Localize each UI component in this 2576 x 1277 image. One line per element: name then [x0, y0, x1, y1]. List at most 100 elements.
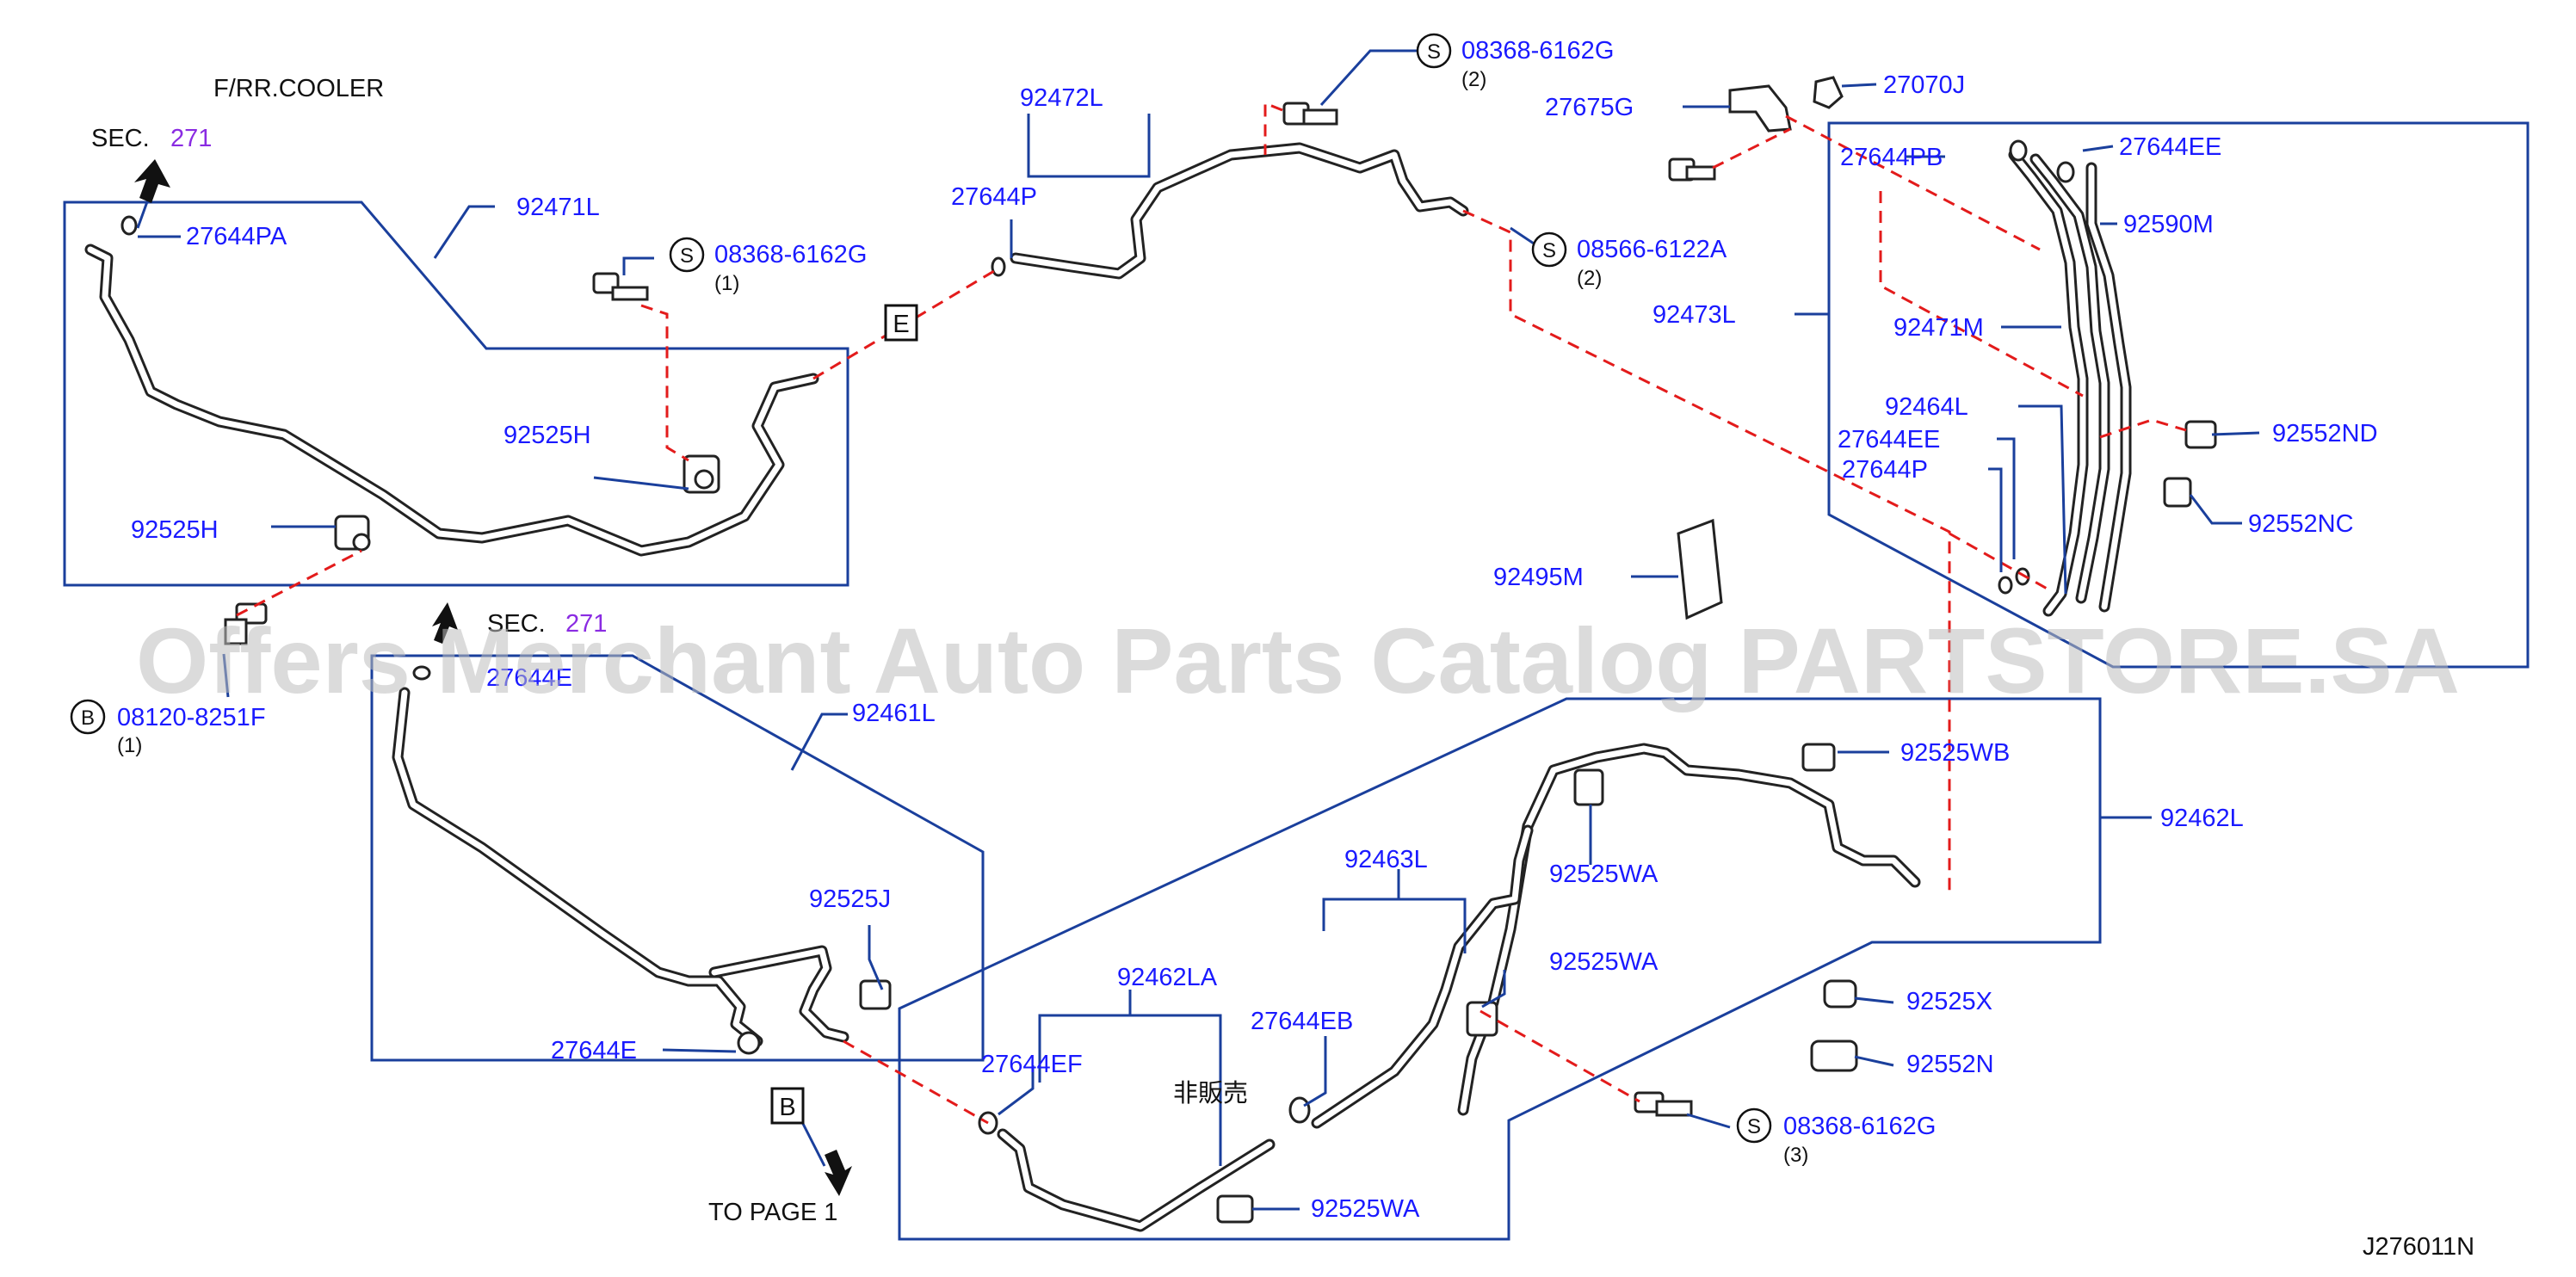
- part-27644eb[interactable]: 27644EB: [1251, 1008, 1353, 1035]
- bolt-icon: [592, 272, 649, 301]
- clip-icon: [1573, 768, 1604, 806]
- clip-icon: [683, 454, 720, 494]
- part-92525wa[interactable]: 92525WA: [1311, 1195, 1420, 1223]
- connector-e: E: [884, 304, 918, 342]
- diagram-code: J276011N: [2363, 1233, 2474, 1261]
- clip-icon: [1801, 743, 1836, 772]
- o-ring-icon: [991, 256, 1006, 277]
- nut-icon: [1813, 76, 1844, 109]
- part-27644p[interactable]: 27644P: [951, 183, 1037, 211]
- part-92464l[interactable]: 92464L: [1885, 393, 1968, 421]
- sec-label: SEC.: [91, 125, 150, 152]
- pipes: [84, 142, 2132, 1232]
- screw-s-marker: S: [1747, 1115, 1761, 1138]
- o-ring-icon: [737, 1031, 761, 1055]
- o-ring-icon: [2009, 139, 2028, 162]
- not-for-sale-label: 非販売: [1173, 1079, 1248, 1107]
- part-92552nd[interactable]: 92552ND: [2272, 420, 2378, 447]
- arrows: [134, 159, 852, 1196]
- screw-markers: S S S S B: [70, 33, 1772, 1144]
- frame-92473l: [1827, 121, 2530, 669]
- frame-92462l: [898, 697, 2102, 1241]
- o-ring-icon: [120, 215, 138, 236]
- part-92462la[interactable]: 92462LA: [1117, 964, 1218, 991]
- clip-icon: [1216, 1194, 1254, 1224]
- arrow-down-icon: [825, 1150, 852, 1196]
- o-ring-icon: [2056, 161, 2075, 183]
- part-27644e-obscured[interactable]: 27644E: [486, 664, 572, 692]
- connector-b-label: B: [779, 1094, 795, 1121]
- part-92462l[interactable]: 92462L: [2160, 805, 2244, 832]
- clip-icon: [334, 515, 371, 552]
- damper-block-icon: [1677, 518, 1723, 620]
- qty-label: (2): [1461, 68, 1486, 91]
- part-92525x[interactable]: 92525X: [1906, 988, 1992, 1015]
- part-92525h[interactable]: 92525H: [131, 516, 219, 544]
- to-page-link[interactable]: TO PAGE 1: [708, 1199, 837, 1226]
- part-92525wa[interactable]: 92525WA: [1549, 861, 1659, 888]
- sec-ref-link[interactable]: 271: [170, 125, 212, 152]
- bolt-icon: [1668, 157, 1716, 182]
- part-08368-6162g[interactable]: 08368-6162G: [1461, 37, 1614, 65]
- clip-icon: [2163, 477, 2192, 508]
- part-27644ee[interactable]: 27644EE: [1838, 426, 1940, 453]
- qty-label: (1): [117, 734, 142, 757]
- qty-label: (3): [1783, 1144, 1808, 1167]
- bolt-icon: [224, 602, 268, 645]
- part-92471l[interactable]: 92471L: [516, 194, 600, 221]
- labels: F/RR.COOLER SEC. 271 SEC. 271 TO PAGE 1 …: [91, 37, 2474, 1261]
- assembly-frames: [63, 121, 2530, 1241]
- qty-label: (2): [1577, 267, 1602, 290]
- cooler-title: F/RR.COOLER: [213, 75, 384, 102]
- clip-icon: [1823, 979, 1857, 1009]
- part-27644pa[interactable]: 27644PA: [186, 223, 287, 250]
- part-27070j[interactable]: 27070J: [1883, 71, 1965, 99]
- connector-b: B: [770, 1087, 805, 1125]
- part-92525wb[interactable]: 92525WB: [1900, 739, 2010, 767]
- screw-s-marker: S: [1427, 40, 1441, 64]
- qty-label: (1): [714, 272, 739, 295]
- o-ring-icon: [1998, 576, 2013, 595]
- part-92463l[interactable]: 92463L: [1344, 846, 1428, 873]
- bolt-icon: [1282, 102, 1338, 126]
- part-27675g[interactable]: 27675G: [1545, 94, 1634, 121]
- part-92525h[interactable]: 92525H: [503, 422, 591, 449]
- part-92473l[interactable]: 92473L: [1652, 301, 1736, 329]
- part-92552n[interactable]: 92552N: [1906, 1051, 1994, 1078]
- part-92525wa[interactable]: 92525WA: [1549, 948, 1659, 976]
- part-08566-6122a[interactable]: 08566-6122A: [1577, 236, 1727, 263]
- sec-label: SEC.: [487, 610, 546, 638]
- clip-icon: [859, 979, 892, 1010]
- o-ring-icon: [1288, 1096, 1311, 1124]
- part-08120-8251f[interactable]: 08120-8251F: [117, 704, 266, 731]
- sec-ref-link[interactable]: 271: [565, 610, 607, 638]
- part-08368-6162g[interactable]: 08368-6162G: [1783, 1113, 1936, 1140]
- part-92525j[interactable]: 92525J: [809, 885, 891, 913]
- part-27644e[interactable]: 27644E: [551, 1037, 637, 1064]
- part-08368-6162g[interactable]: 08368-6162G: [714, 241, 867, 268]
- part-92471m[interactable]: 92471M: [1893, 314, 1984, 342]
- screw-s-marker: S: [680, 244, 694, 268]
- part-27644pb[interactable]: 27644PB: [1840, 144, 1943, 171]
- o-ring-icon: [412, 665, 431, 681]
- arrow-up-icon: [134, 159, 170, 203]
- part-27644ee[interactable]: 27644EE: [2119, 133, 2221, 161]
- leader-lines: [138, 49, 2260, 1211]
- part-92461l[interactable]: 92461L: [852, 700, 936, 727]
- screw-b-marker: B: [81, 706, 95, 730]
- part-92590m[interactable]: 92590M: [2123, 211, 2214, 238]
- clip-icon: [1810, 1039, 1858, 1072]
- screw-s-marker: S: [1542, 239, 1556, 262]
- part-92472l[interactable]: 92472L: [1020, 84, 1103, 112]
- connector-e-label: E: [893, 311, 909, 338]
- part-92552nc[interactable]: 92552NC: [2248, 510, 2354, 538]
- clip-icon: [1466, 1001, 1498, 1037]
- part-27644p[interactable]: 27644P: [1842, 456, 1928, 484]
- clip-icon: [2184, 420, 2217, 449]
- arrow-up-icon: [432, 602, 458, 644]
- part-27644ef[interactable]: 27644EF: [981, 1051, 1083, 1078]
- frame-92471l: [63, 200, 849, 587]
- part-92495m[interactable]: 92495M: [1493, 564, 1584, 591]
